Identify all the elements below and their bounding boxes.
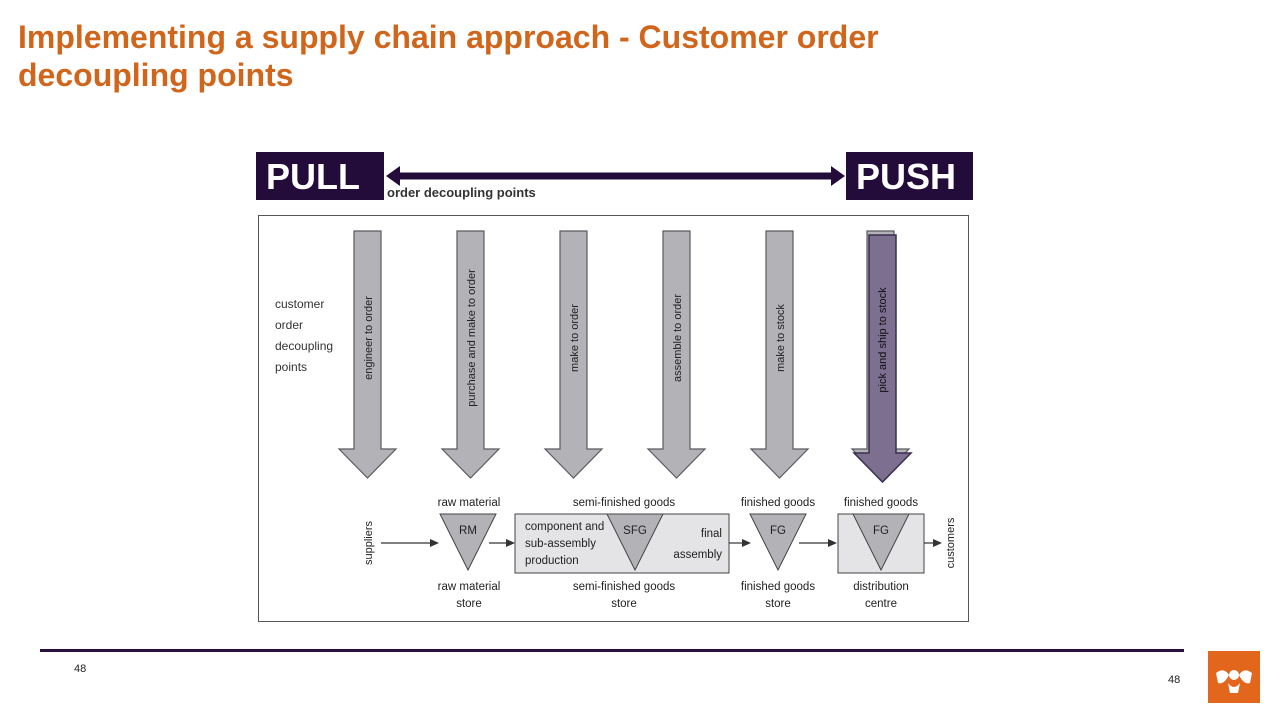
page-number-left: 48	[74, 663, 87, 675]
side-label-line-1: customer	[275, 297, 324, 311]
page-number-right: 48	[1168, 674, 1181, 686]
finished-goods-node: finished goods FG finished goods store	[741, 497, 815, 610]
fg2-bottom-line-2: centre	[865, 598, 897, 610]
fg1-top-label: finished goods	[741, 497, 815, 509]
sfg-left-line-2: sub-assembly	[525, 538, 596, 550]
diagram-svg: customer order decoupling points enginee…	[275, 230, 957, 610]
sfg-left-line-3: production	[525, 555, 579, 567]
side-label-line-3: decoupling	[275, 339, 333, 353]
arrow-label: make to order	[569, 304, 581, 372]
fg2-top-label: finished goods	[844, 497, 918, 509]
arrow-label: engineer to order	[363, 296, 375, 380]
arrow-label: assemble to order	[672, 294, 684, 382]
logo-emblem-icon	[1216, 670, 1252, 693]
arrow-pick-and-ship-to-stock: pick and ship to stock	[850, 230, 913, 484]
arrow-assemble-to-order: assemble to order	[646, 230, 707, 479]
side-label-line-2: order	[275, 318, 303, 332]
rm-code: RM	[459, 525, 477, 537]
raw-material-node: raw material RM raw material store	[438, 497, 501, 610]
arrow-purchase-and-make-to-order: purchase and make to order	[440, 230, 501, 479]
slide-title: Implementing a supply chain approach - C…	[18, 19, 879, 93]
sfg-left-line-1: component and	[525, 521, 604, 533]
arrow-label: make to stock	[775, 304, 787, 372]
arrow-make-to-stock: make to stock	[749, 230, 810, 479]
arrow-label: pick and ship to stock	[877, 287, 889, 393]
suppliers-label: suppliers	[363, 520, 375, 565]
customers-label: customers	[945, 517, 957, 568]
arrow-label: purchase and make to order	[466, 269, 478, 407]
diagram-caption: order decoupling points	[387, 185, 536, 200]
rm-top-label: raw material	[438, 497, 501, 509]
fg1-bottom-line-1: finished goods	[741, 581, 815, 593]
push-label: PUSH	[846, 152, 973, 200]
arrow-make-to-order: make to order	[543, 230, 604, 479]
arrow-engineer-to-order: engineer to order	[337, 230, 398, 479]
fg1-bottom-line-2: store	[765, 598, 791, 610]
double-headed-arrow	[386, 166, 845, 186]
fg1-code: FG	[770, 525, 786, 537]
sfg-bottom-line-1: semi-finished goods	[573, 581, 676, 593]
semi-finished-goods-node: semi-finished goods SFG component and su…	[514, 497, 730, 610]
side-label-line-4: points	[275, 360, 307, 374]
sfg-bottom-line-2: store	[611, 598, 637, 610]
sfg-code: SFG	[623, 525, 647, 537]
sfg-right-line-1: final	[701, 528, 722, 540]
fg2-bottom-line-1: distribution	[853, 581, 909, 593]
decoupling-points-diagram: customer order decoupling points enginee…	[258, 215, 969, 622]
rm-bottom-line-2: store	[456, 598, 482, 610]
pull-label: PULL	[256, 152, 384, 200]
rm-bottom-line-1: raw material	[438, 581, 501, 593]
fg2-code: FG	[873, 525, 889, 537]
sfg-right-line-2: assembly	[673, 549, 722, 561]
footer-divider	[40, 649, 1184, 652]
distribution-centre-node: finished goods FG distribution centre	[837, 497, 925, 610]
sfg-top-label: semi-finished goods	[573, 497, 676, 509]
brand-logo-icon	[1208, 651, 1260, 703]
